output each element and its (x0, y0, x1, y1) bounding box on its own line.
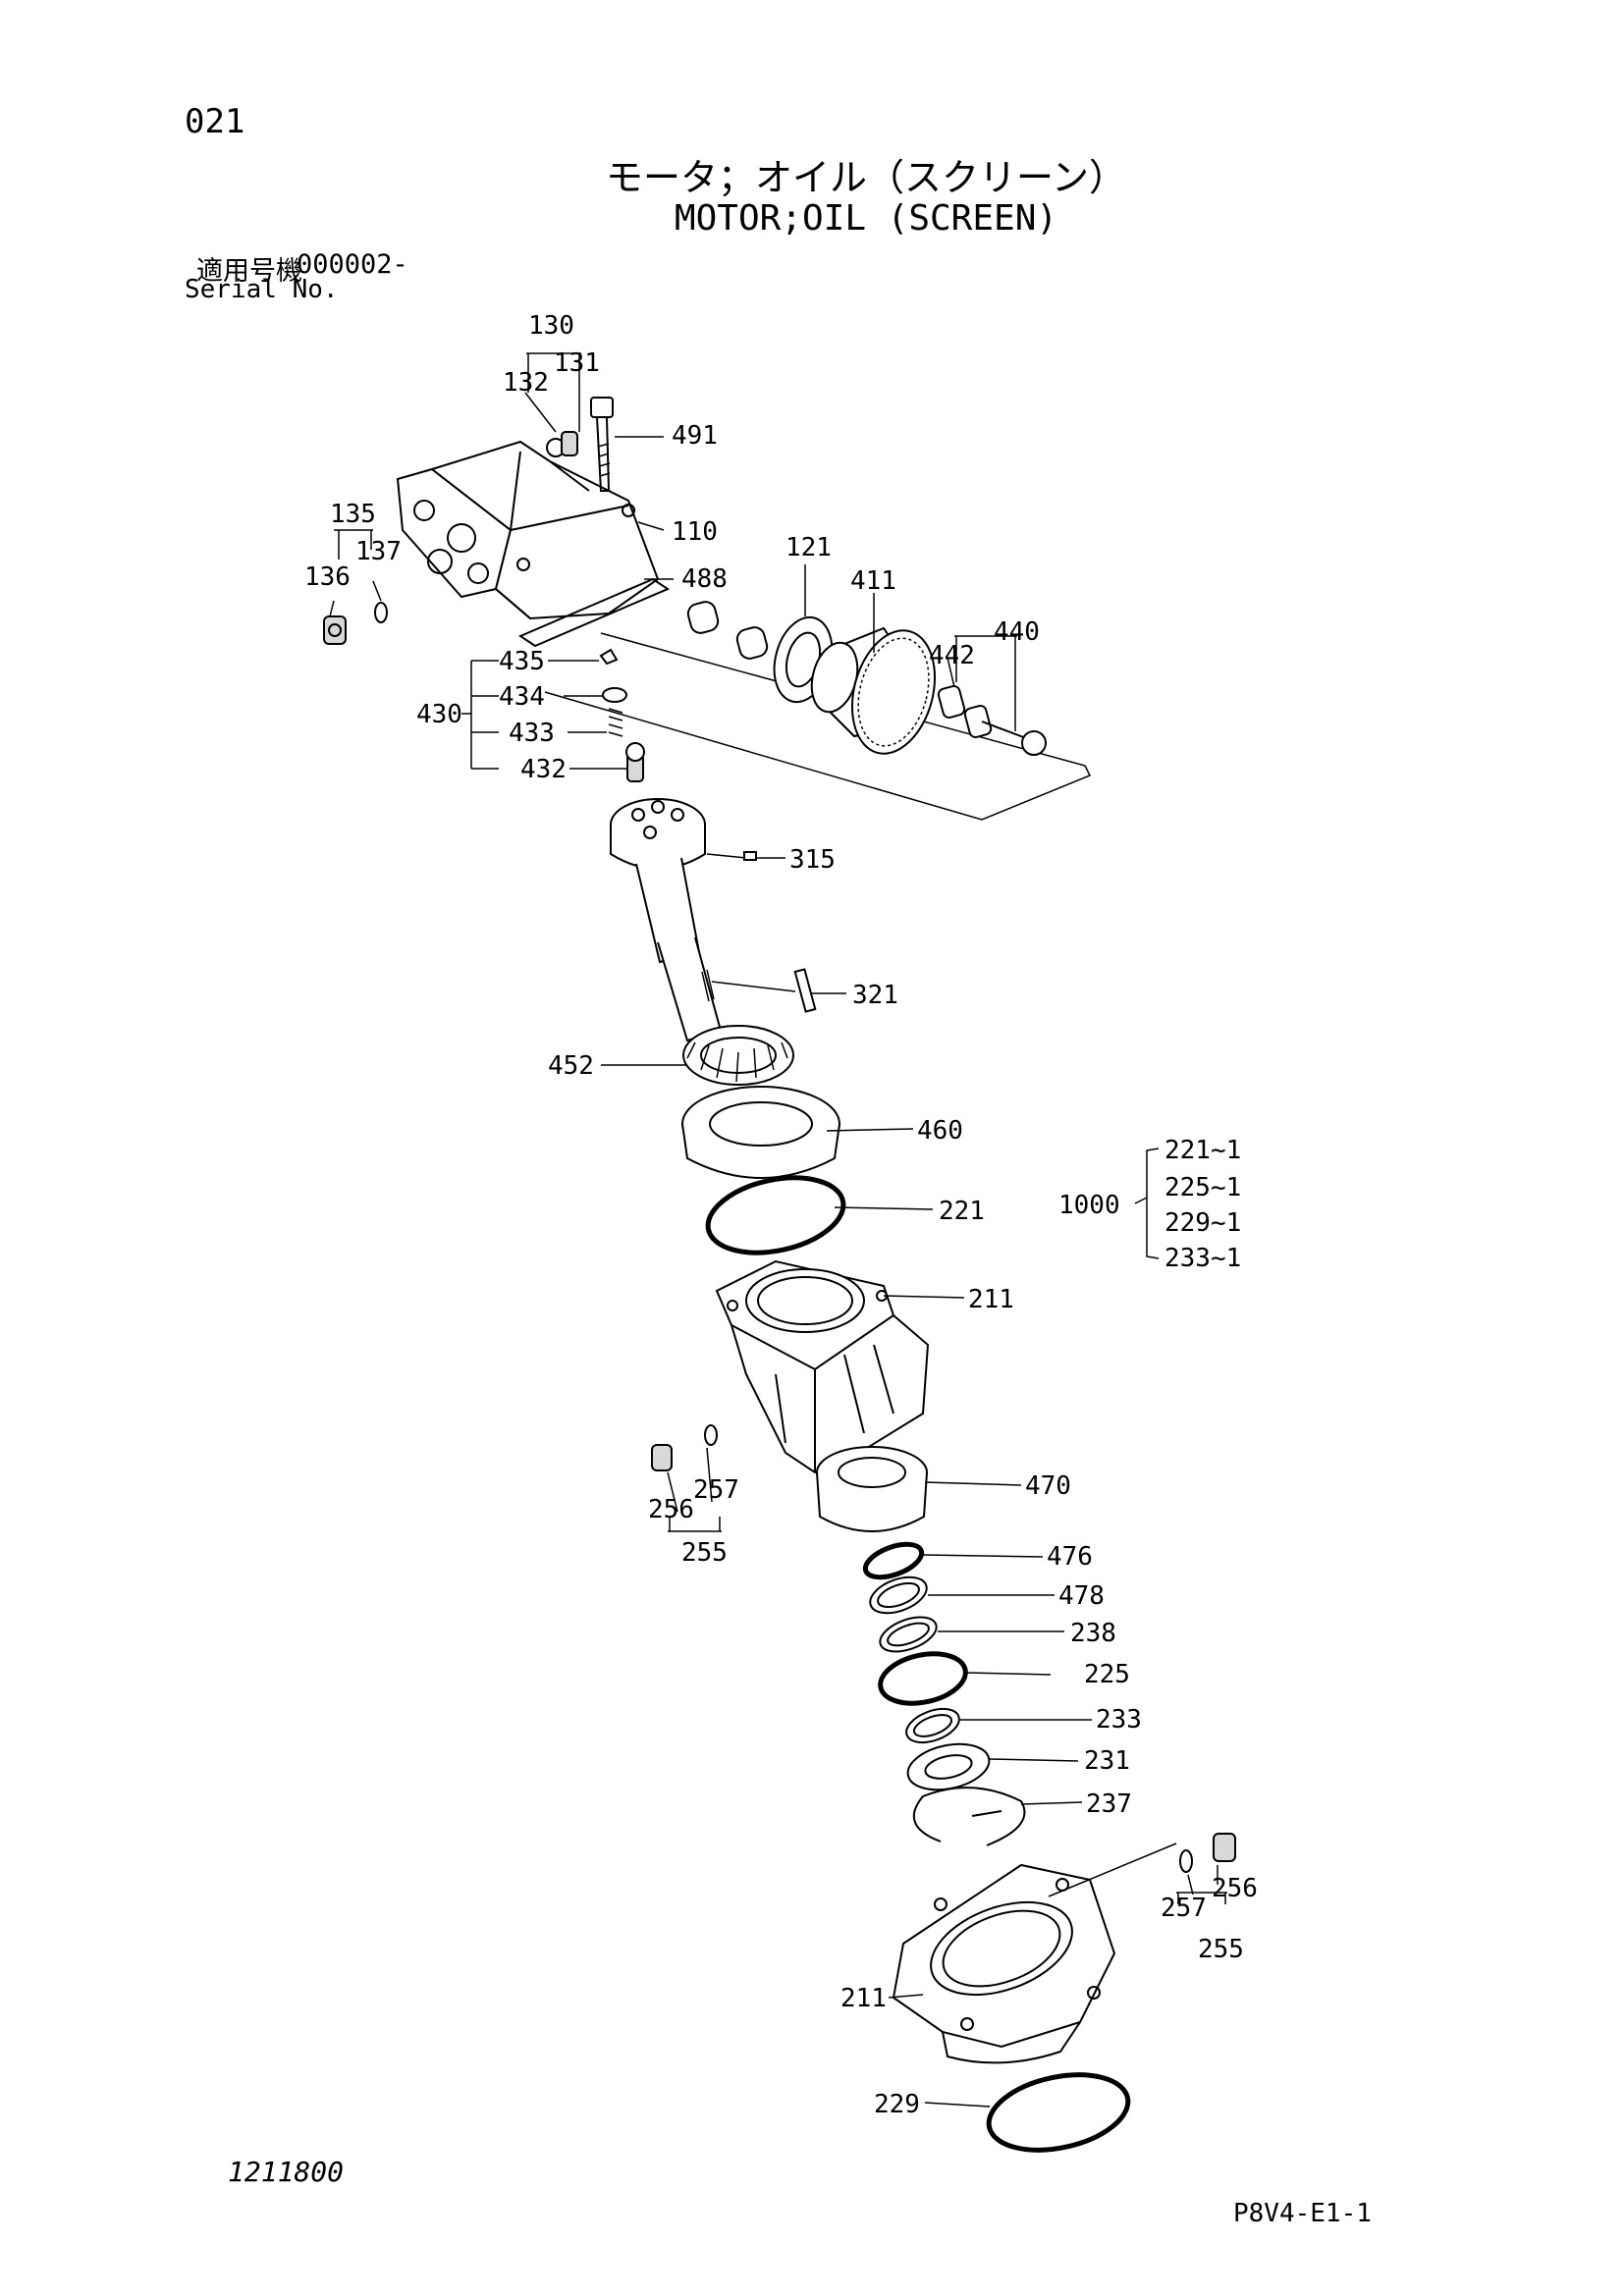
callout-256-left: 256 (648, 1495, 694, 1524)
callout-231: 231 (1084, 1746, 1130, 1776)
leader-lines (329, 352, 1227, 2108)
callout-211-lower: 211 (840, 1984, 887, 2013)
callout-211-upper: 211 (968, 1285, 1014, 1314)
callout-442: 442 (929, 641, 975, 670)
callout-121: 121 (785, 533, 832, 562)
kit-item-233: 233~1 (1164, 1244, 1241, 1273)
callout-432: 432 (520, 755, 567, 784)
title-english: MOTOR;OIL (SCREEN) (674, 198, 1058, 239)
callout-321: 321 (852, 981, 898, 1010)
shaft-assembly (610, 798, 817, 1042)
callout-132: 132 (503, 368, 549, 398)
callout-136: 136 (304, 562, 351, 592)
callout-491: 491 (672, 421, 718, 451)
serial-value: 000002- (297, 249, 408, 280)
callout-430: 430 (416, 700, 462, 729)
cover-assembly (323, 397, 671, 648)
callout-476: 476 (1047, 1542, 1093, 1572)
callout-137: 137 (355, 537, 402, 566)
callout-221: 221 (939, 1197, 985, 1226)
callout-460: 460 (917, 1116, 963, 1146)
callout-488: 488 (681, 564, 728, 594)
callout-452: 452 (548, 1051, 594, 1081)
serial-label-japanese: 適用号機 (196, 256, 302, 287)
callout-434: 434 (499, 682, 545, 712)
bearing-seal-parts (681, 1025, 846, 1255)
callout-257-left: 257 (693, 1475, 739, 1505)
kit-label: 1000 (1058, 1191, 1120, 1220)
rotating-group (544, 601, 1092, 821)
page-number: 021 (185, 102, 245, 141)
callout-233: 233 (1096, 1705, 1142, 1735)
document-number: 1211800 (228, 2156, 345, 2188)
kit-item-229: 229~1 (1164, 1208, 1241, 1238)
callout-435: 435 (499, 647, 545, 676)
lower-seal-stack (816, 1446, 1026, 1846)
callout-labels: 130 131 132 491 135 137 136 110 488 121 … (304, 311, 1258, 2119)
page-code: P8V4-E1-1 (1233, 2199, 1372, 2228)
callout-229: 229 (874, 2090, 920, 2119)
title-japanese: モータ；オイル（スクリーン） (605, 156, 1127, 199)
callout-130: 130 (528, 311, 574, 341)
callout-131: 131 (554, 348, 600, 378)
callout-257-right: 257 (1161, 1894, 1207, 1923)
callout-255-left: 255 (681, 1538, 728, 1568)
callout-237: 237 (1086, 1789, 1132, 1819)
callout-470: 470 (1025, 1471, 1071, 1501)
callout-255-right: 255 (1198, 1935, 1244, 1964)
callout-411: 411 (850, 566, 896, 596)
kit-item-225: 225~1 (1164, 1173, 1241, 1202)
kit-item-221: 221~1 (1164, 1136, 1241, 1165)
callout-110: 110 (672, 517, 718, 547)
callout-315: 315 (789, 845, 836, 875)
motor-case-lower (892, 1833, 1236, 2153)
callout-225: 225 (1084, 1660, 1130, 1689)
callout-135: 135 (330, 500, 376, 529)
motor-case-upper (651, 1259, 930, 1474)
callout-440: 440 (994, 617, 1040, 647)
serial-label-english: Serial No. (185, 275, 339, 304)
callout-433: 433 (509, 719, 555, 748)
callout-478: 478 (1058, 1581, 1105, 1611)
callout-238: 238 (1070, 1619, 1116, 1648)
relief-valve-parts (599, 648, 645, 782)
callout-256-right: 256 (1212, 1874, 1258, 1903)
